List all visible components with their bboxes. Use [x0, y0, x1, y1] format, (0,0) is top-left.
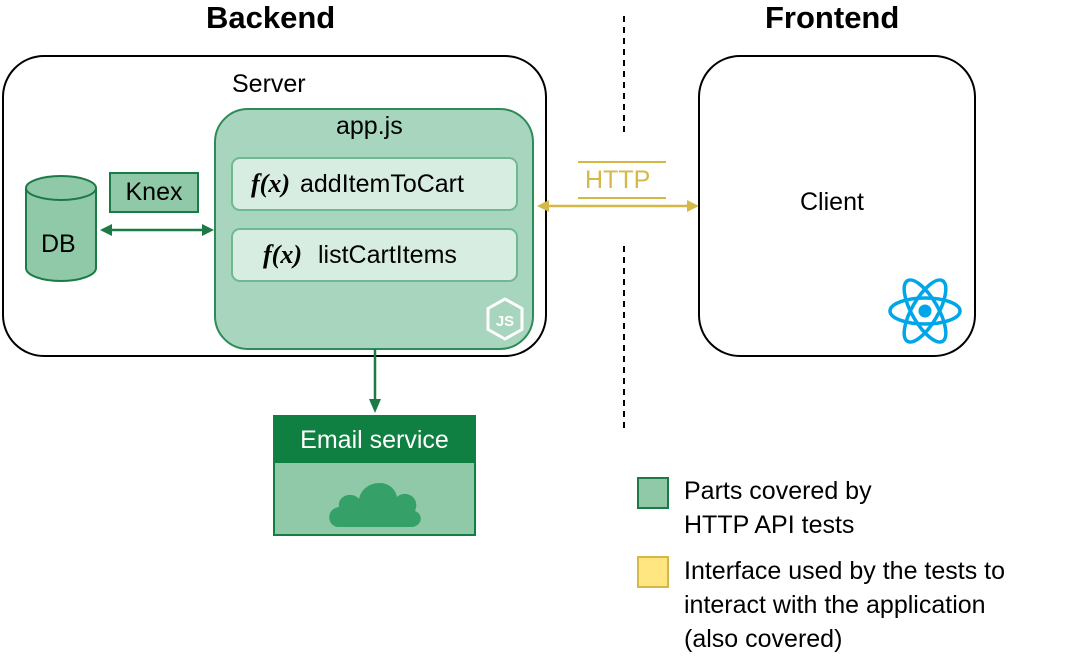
- client-label: Client: [800, 188, 864, 216]
- legend-text-line: Interface used by the tests to: [684, 557, 1006, 585]
- legend-item-interface: Interface used by the tests to interact …: [684, 554, 1005, 656]
- legend-text-line: Parts covered by: [684, 477, 872, 505]
- legend-text-line: HTTP API tests: [684, 511, 855, 539]
- legend-swatch-interface: [637, 556, 669, 588]
- db-label: DB: [41, 230, 76, 258]
- email-service-box: Email service: [273, 415, 476, 536]
- email-service-header: Email service: [275, 417, 474, 463]
- react-icon: [888, 278, 962, 344]
- function-name: listCartItems: [317, 240, 457, 269]
- backend-heading: Backend: [206, 0, 336, 35]
- function-add-item-to-cart: f(x) addItemToCart: [231, 157, 518, 211]
- legend-text-line: (also covered): [684, 625, 843, 653]
- http-arrow: [537, 200, 699, 212]
- function-icon: f(x): [251, 169, 290, 198]
- database-icon: [25, 175, 97, 282]
- app-label: app.js: [336, 112, 403, 140]
- cloud-icon: [329, 482, 421, 527]
- function-list-cart-items: f(x) listCartItems: [231, 228, 518, 282]
- legend-item-covered: Parts covered by HTTP API tests: [684, 474, 872, 542]
- function-icon: f(x): [263, 240, 302, 269]
- frontend-heading: Frontend: [765, 0, 900, 35]
- knex-label: Knex: [125, 178, 183, 206]
- function-name: addItemToCart: [299, 169, 464, 198]
- http-label: HTTP: [585, 166, 651, 194]
- nodejs-icon: JS: [486, 297, 524, 341]
- server-label: Server: [232, 70, 306, 98]
- knex-box: Knex: [109, 172, 199, 213]
- http-lines: [578, 161, 666, 199]
- svg-text:JS: JS: [496, 313, 514, 330]
- email-arrow: [369, 349, 381, 413]
- legend-swatch-covered: [637, 477, 669, 509]
- knex-arrow: [100, 224, 214, 236]
- divider-line: [623, 16, 625, 432]
- email-service-label: Email service: [300, 425, 449, 454]
- legend-text-line: interact with the application: [684, 591, 986, 619]
